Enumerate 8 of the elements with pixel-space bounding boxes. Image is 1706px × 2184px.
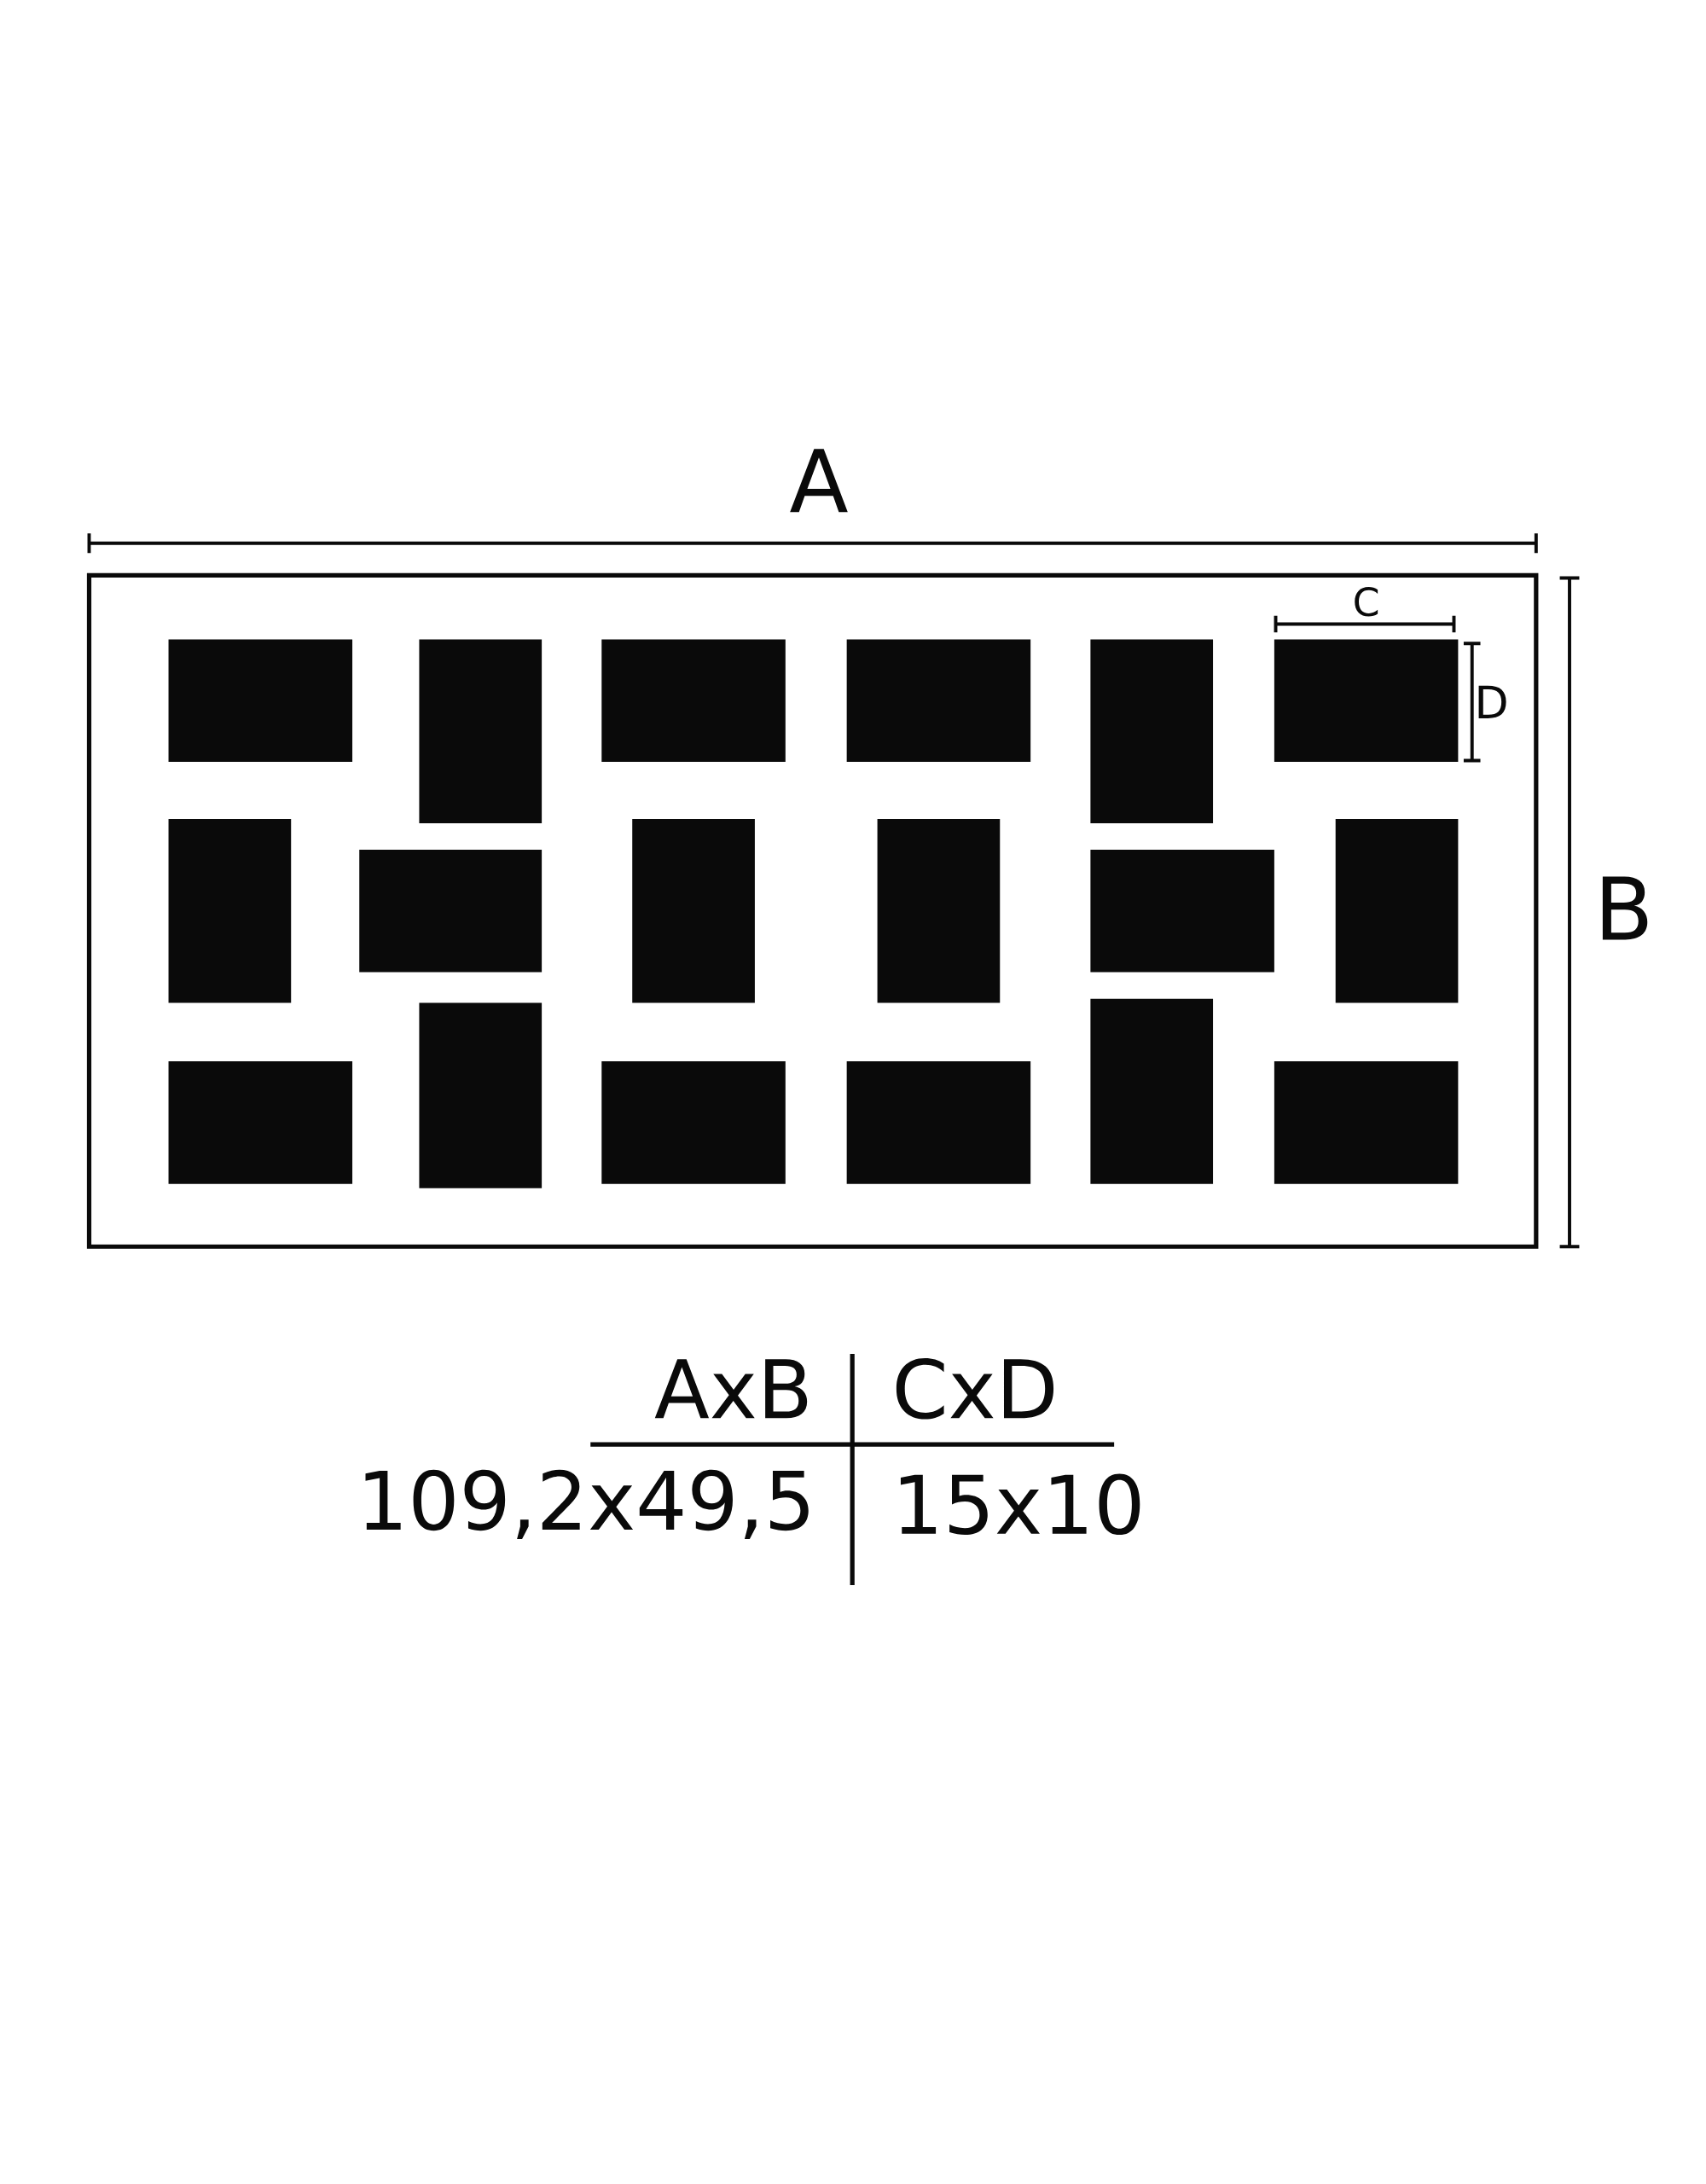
dimension-letter: D [1478, 685, 1506, 718]
table-header: CxD [896, 1358, 1054, 1420]
dimension-letter: B [1602, 876, 1648, 940]
table-value: 15x10 [900, 1473, 1140, 1536]
dimension-letter: A [790, 449, 848, 513]
table-header: AxB [654, 1359, 808, 1419]
table-value: 109,2x49,5 [365, 1469, 809, 1539]
dimension-letter: C [1355, 587, 1378, 617]
